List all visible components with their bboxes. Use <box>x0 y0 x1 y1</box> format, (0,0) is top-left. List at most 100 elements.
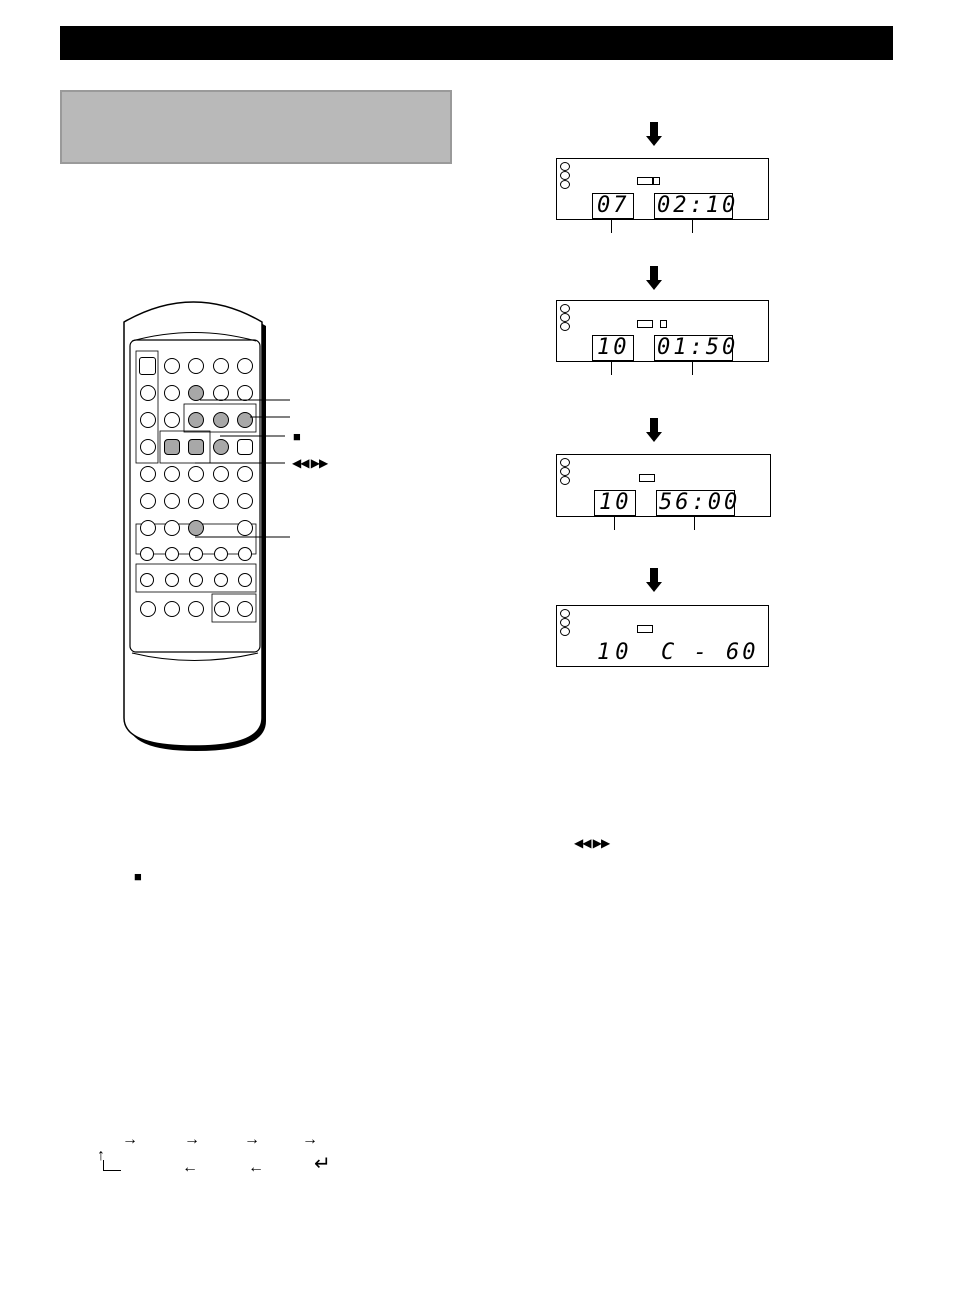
remote-button-highlighted[interactable] <box>188 520 204 536</box>
left-arrow-icon: ← <box>248 1159 264 1176</box>
remote-button[interactable] <box>188 358 204 374</box>
leader-line <box>694 516 695 530</box>
remote-button[interactable] <box>238 547 252 561</box>
remote-button[interactable] <box>188 466 204 482</box>
remote-button[interactable] <box>140 547 154 561</box>
down-arrow-icon <box>650 122 658 138</box>
indicator-rect <box>637 177 653 185</box>
indicator-rect <box>639 474 655 482</box>
track-number: 10 <box>597 640 634 665</box>
time-box: 01:50 <box>654 335 735 361</box>
stop-symbol-label: ■ <box>293 429 301 444</box>
remote-button-highlighted[interactable] <box>237 412 253 428</box>
track-number: 10 <box>597 335 630 360</box>
time-box: 02:10 <box>654 193 735 219</box>
track-number: 10 <box>599 490 632 515</box>
lcd-display: 10 56:00 <box>556 454 771 517</box>
remote-button[interactable] <box>164 601 180 617</box>
remote-button[interactable] <box>165 547 179 561</box>
return-arrow-icon: ↵ <box>314 1153 331 1175</box>
remote-button[interactable] <box>164 466 180 482</box>
remote-button[interactable] <box>237 466 253 482</box>
time-readout: 01:50 <box>657 335 739 360</box>
remote-button[interactable] <box>164 385 180 401</box>
remote-button[interactable] <box>164 412 180 428</box>
down-arrow-icon <box>650 418 658 434</box>
indicator-rect <box>660 320 667 328</box>
down-arrow-icon <box>646 136 662 146</box>
down-arrow-icon <box>646 432 662 442</box>
skip-back-button[interactable] <box>164 439 180 455</box>
remote-button[interactable] <box>214 573 228 587</box>
remote-button[interactable] <box>140 520 156 536</box>
remote-button-highlighted[interactable] <box>188 412 204 428</box>
tape-length-readout: C - 60 <box>661 640 759 665</box>
indicator-rect <box>637 320 653 328</box>
skip-forward-button[interactable] <box>188 439 204 455</box>
indicator-icon <box>560 162 570 171</box>
indicator-icon <box>560 627 570 636</box>
remote-button[interactable] <box>188 601 204 617</box>
left-arrow-icon: ← <box>182 1159 198 1176</box>
indicator-icon <box>560 609 570 618</box>
remote-button[interactable] <box>165 573 179 587</box>
remote-button-highlighted[interactable] <box>188 385 204 401</box>
track-number-box: 10 <box>594 490 636 516</box>
remote-button[interactable] <box>140 573 154 587</box>
track-number: 07 <box>597 193 630 218</box>
remote-button[interactable] <box>140 493 156 509</box>
remote-button[interactable] <box>164 520 180 536</box>
remote-button[interactable] <box>164 493 180 509</box>
remote-button[interactable] <box>237 358 253 374</box>
remote-button[interactable] <box>140 466 156 482</box>
indicator-icon <box>560 322 570 331</box>
section-title-box <box>60 90 452 164</box>
indicator-rect <box>637 625 653 633</box>
leader-line <box>692 219 693 233</box>
leader-line <box>611 219 612 233</box>
indicator-icon <box>560 458 570 467</box>
remote-button[interactable] <box>140 385 156 401</box>
remote-button[interactable] <box>237 520 253 536</box>
remote-button[interactable] <box>189 547 203 561</box>
remote-button[interactable] <box>189 573 203 587</box>
lcd-display: 10 01:50 <box>556 300 769 362</box>
remote-button[interactable] <box>237 439 253 455</box>
up-arrow-icon: ↑ <box>97 1147 105 1164</box>
indicator-icon <box>560 618 570 627</box>
skip-symbols-inline: ◀◀ ▶▶ <box>574 836 610 850</box>
remote-button[interactable] <box>214 547 228 561</box>
flow-connector-line <box>103 1160 104 1171</box>
indicator-icon <box>560 313 570 322</box>
stop-button[interactable] <box>213 439 229 455</box>
down-arrow-icon <box>646 582 662 592</box>
down-arrow-icon <box>646 280 662 290</box>
remote-button[interactable] <box>140 412 156 428</box>
right-arrow-icon: → <box>122 1131 138 1148</box>
remote-button[interactable] <box>140 601 156 617</box>
time-box: 56:00 <box>656 490 737 516</box>
time-readout: 02:10 <box>657 193 739 218</box>
time-readout: 56:00 <box>659 490 741 515</box>
remote-button-highlighted[interactable] <box>213 412 229 428</box>
skip-symbols-label: ◀◀ ▶▶ <box>292 456 328 470</box>
remote-button[interactable] <box>140 439 156 455</box>
remote-button[interactable] <box>237 601 253 617</box>
remote-leader-lines <box>195 399 290 538</box>
power-button[interactable] <box>139 357 156 375</box>
header-bar <box>60 26 893 60</box>
remote-button[interactable] <box>164 358 180 374</box>
track-number-box: 10 <box>592 335 634 361</box>
indicator-icon <box>560 467 570 476</box>
remote-button[interactable] <box>213 466 229 482</box>
stop-symbol-inline: ■ <box>134 869 142 884</box>
right-arrow-icon: → <box>302 1131 318 1148</box>
remote-button[interactable] <box>188 493 204 509</box>
remote-button[interactable] <box>213 493 229 509</box>
remote-button[interactable] <box>213 358 229 374</box>
leader-line <box>611 361 612 375</box>
remote-button[interactable] <box>237 493 253 509</box>
remote-button[interactable] <box>214 601 230 617</box>
leader-line <box>692 361 693 375</box>
remote-button[interactable] <box>238 573 252 587</box>
